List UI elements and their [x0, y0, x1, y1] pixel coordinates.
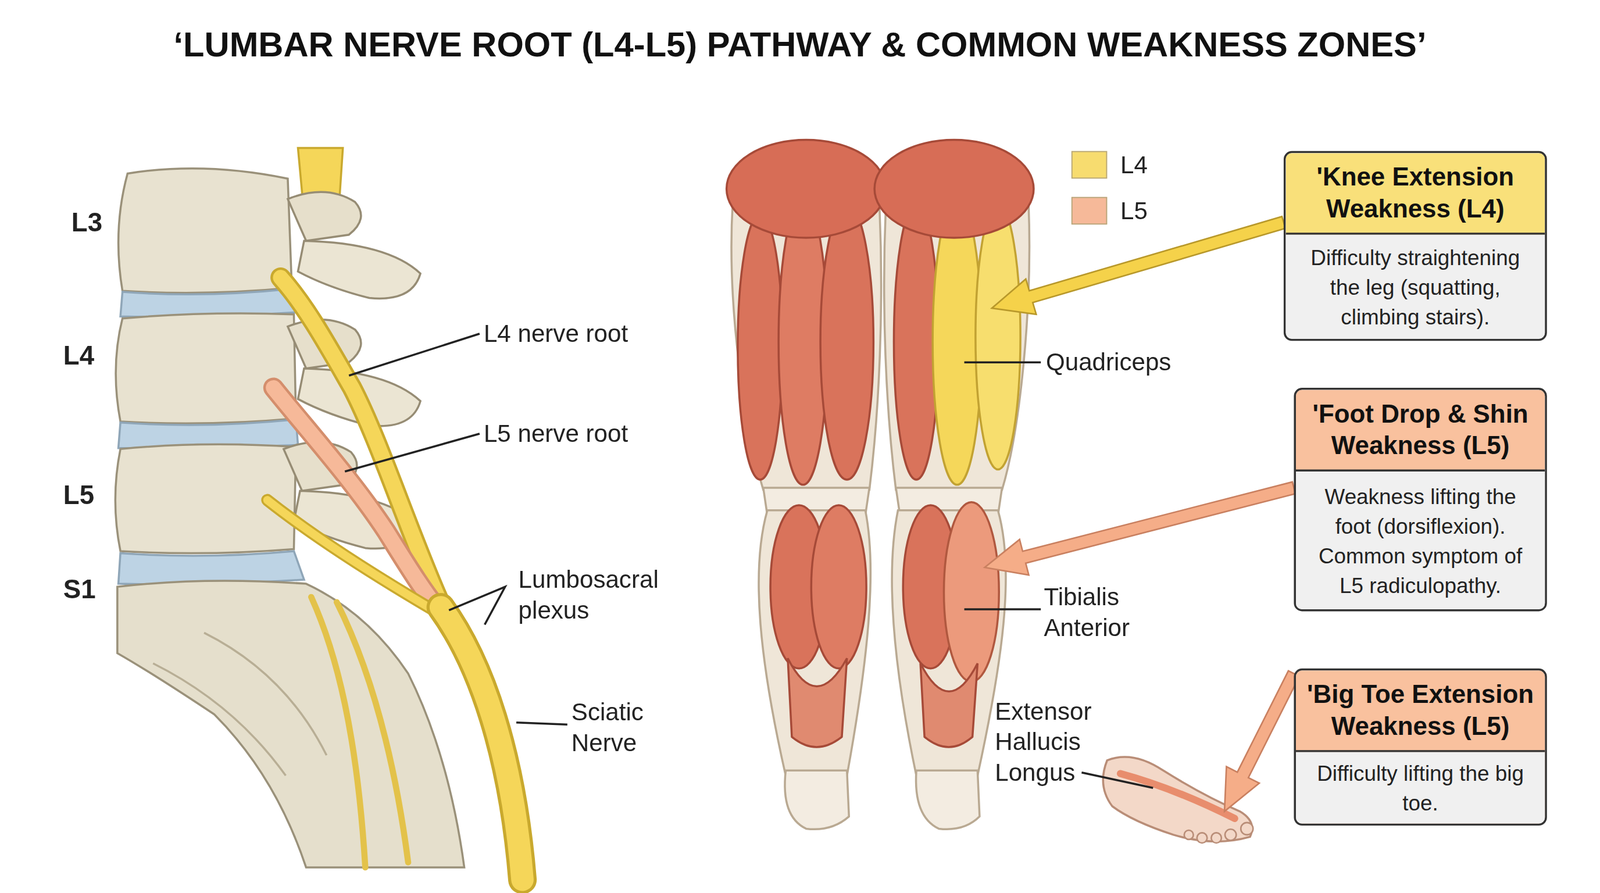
sacral-nerve-branch — [311, 597, 409, 868]
quadriceps-muscle — [932, 198, 982, 485]
anatomy-label: L4 nerve root — [483, 318, 628, 350]
callout-body: Weakness lifting the foot (dorsiflexion)… — [1295, 471, 1545, 610]
callout-arrow — [991, 216, 1286, 314]
vertebra-label: L4 — [63, 340, 95, 371]
leader-line — [964, 361, 1042, 364]
callout-heading: 'Foot Drop & Shin Weakness (L5) — [1295, 390, 1545, 472]
leader-line — [344, 433, 480, 472]
leader-line — [448, 586, 506, 625]
callout-body: Difficulty lifting the big toe. — [1295, 752, 1545, 824]
vertebra-label: L3 — [71, 206, 103, 238]
toe — [1240, 822, 1253, 835]
toe — [1184, 830, 1194, 840]
anatomy-label: Lumbosacral plexus — [518, 564, 682, 626]
soleus-muscle — [787, 658, 848, 748]
sciatic-nerve-outline — [440, 606, 523, 880]
anatomy-label: Extensor Hallucis Longus — [994, 695, 1107, 788]
hamstring-muscle — [737, 214, 783, 480]
callout-arrow — [1224, 670, 1300, 812]
anatomy-label: Tibialis Anterior — [1043, 581, 1156, 644]
callout-arrow — [984, 481, 1296, 575]
sacrum — [117, 580, 465, 868]
leader-line — [1081, 772, 1153, 788]
anatomy-label: Sciatic Nerve — [571, 697, 674, 759]
vertebra-label: S1 — [63, 573, 96, 605]
leader-line — [964, 608, 1042, 611]
callout-body: Difficulty straightening the leg (squatt… — [1285, 234, 1545, 339]
sciatic-nerve — [440, 606, 523, 880]
hamstring-muscle — [820, 204, 874, 480]
heel — [916, 770, 980, 830]
gluteal-muscle — [874, 139, 1034, 238]
vertebra-label: L5 — [63, 479, 95, 511]
extensor-hallucis-longus — [1120, 773, 1235, 819]
vertebra-body — [118, 168, 292, 294]
callout-box: 'Knee Extension Weakness (L4)Difficulty … — [1283, 151, 1548, 342]
toe — [1211, 832, 1222, 844]
callout-box: 'Big Toe Extension Weakness (L5)Difficul… — [1293, 668, 1547, 826]
gluteal-muscle — [726, 139, 887, 238]
toe — [1197, 832, 1208, 844]
callout-box: 'Foot Drop & Shin Weakness (L5)Weakness … — [1293, 387, 1547, 612]
anatomy-label: Quadriceps — [1045, 347, 1171, 378]
sacrum-shading — [152, 632, 327, 776]
leader-line — [348, 333, 480, 376]
callout-heading: 'Knee Extension Weakness (L4) — [1285, 152, 1545, 235]
vertebra-body — [115, 313, 296, 424]
legend-text: L4 — [1120, 150, 1148, 181]
heel — [784, 770, 849, 830]
s1-nerve-outline — [267, 500, 441, 615]
calf-muscle — [811, 505, 867, 669]
soleus-muscle — [920, 663, 978, 748]
s1-nerve-root — [267, 500, 441, 615]
toe — [1225, 829, 1237, 841]
legend-swatch — [1071, 151, 1107, 179]
diagram-title: ‘LUMBAR NERVE ROOT (L4-L5) PATHWAY & COM… — [0, 24, 1600, 64]
l5-nerve-root — [273, 387, 441, 613]
tibialis-anterior-muscle — [943, 502, 999, 682]
l5-nerve-outline — [273, 387, 441, 613]
legend-text: L5 — [1120, 195, 1148, 227]
anatomy-label: L5 nerve root — [483, 418, 628, 450]
quadriceps-muscle — [975, 204, 1021, 470]
callout-heading: 'Big Toe Extension Weakness (L5) — [1295, 670, 1545, 752]
leader-line — [516, 722, 568, 725]
intervertebral-disc — [118, 551, 305, 585]
posterior-element — [287, 191, 421, 299]
legend-swatch — [1071, 197, 1107, 225]
